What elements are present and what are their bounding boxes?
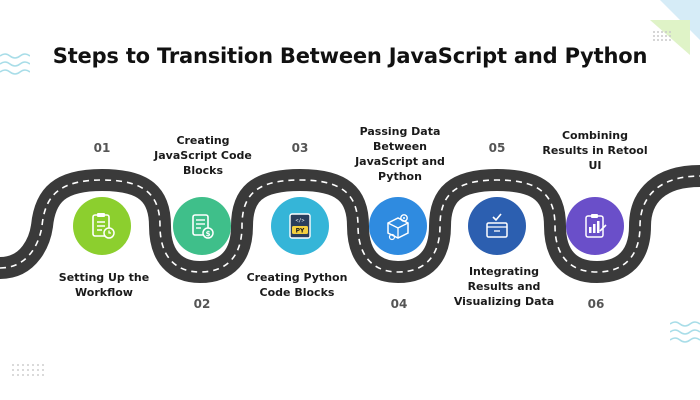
svg-text:</>: </> [295, 218, 304, 224]
python-file-icon: </> PY [289, 213, 311, 239]
step-icon-circle: $ [173, 197, 231, 255]
step-icon-circle [566, 197, 624, 255]
step-label: Setting Up the Workflow [58, 271, 150, 299]
step-number: 03 [291, 141, 309, 155]
step-label: Passing Data Between JavaScript and Pyth… [355, 125, 445, 183]
step-number: 06 [587, 297, 605, 311]
svg-text:$: $ [206, 230, 211, 238]
box-check-icon [486, 213, 508, 238]
step-icon-circle: </> PY [271, 197, 329, 255]
checklist-clock-icon [92, 213, 115, 239]
step-number: 05 [488, 141, 506, 155]
corner-decoration-top-right [650, 0, 700, 55]
clipboard-chart-icon [585, 214, 607, 238]
python-badge: PY [296, 228, 305, 235]
dot-grid-decoration [12, 364, 44, 376]
step-number: 01 [93, 141, 111, 155]
step-icon-circle [73, 197, 131, 255]
document-coin-icon: $ [192, 214, 214, 239]
step-label: Creating Python Code Blocks [246, 271, 348, 299]
step-icon-circle [468, 197, 526, 255]
box-gear-icon [387, 214, 409, 241]
step-label: Integrating Results and Visualizing Data [453, 265, 555, 308]
step-icon-circle [369, 197, 427, 255]
step-number: 04 [390, 297, 408, 311]
step-label: Creating JavaScript Code Blocks [154, 134, 252, 177]
wave-decoration-right [670, 321, 700, 343]
wave-decoration-left [0, 53, 30, 75]
page-title: Steps to Transition Between JavaScript a… [52, 44, 648, 68]
step-label: Combining Results in Retool UI [542, 129, 648, 172]
step-number: 02 [193, 297, 211, 311]
